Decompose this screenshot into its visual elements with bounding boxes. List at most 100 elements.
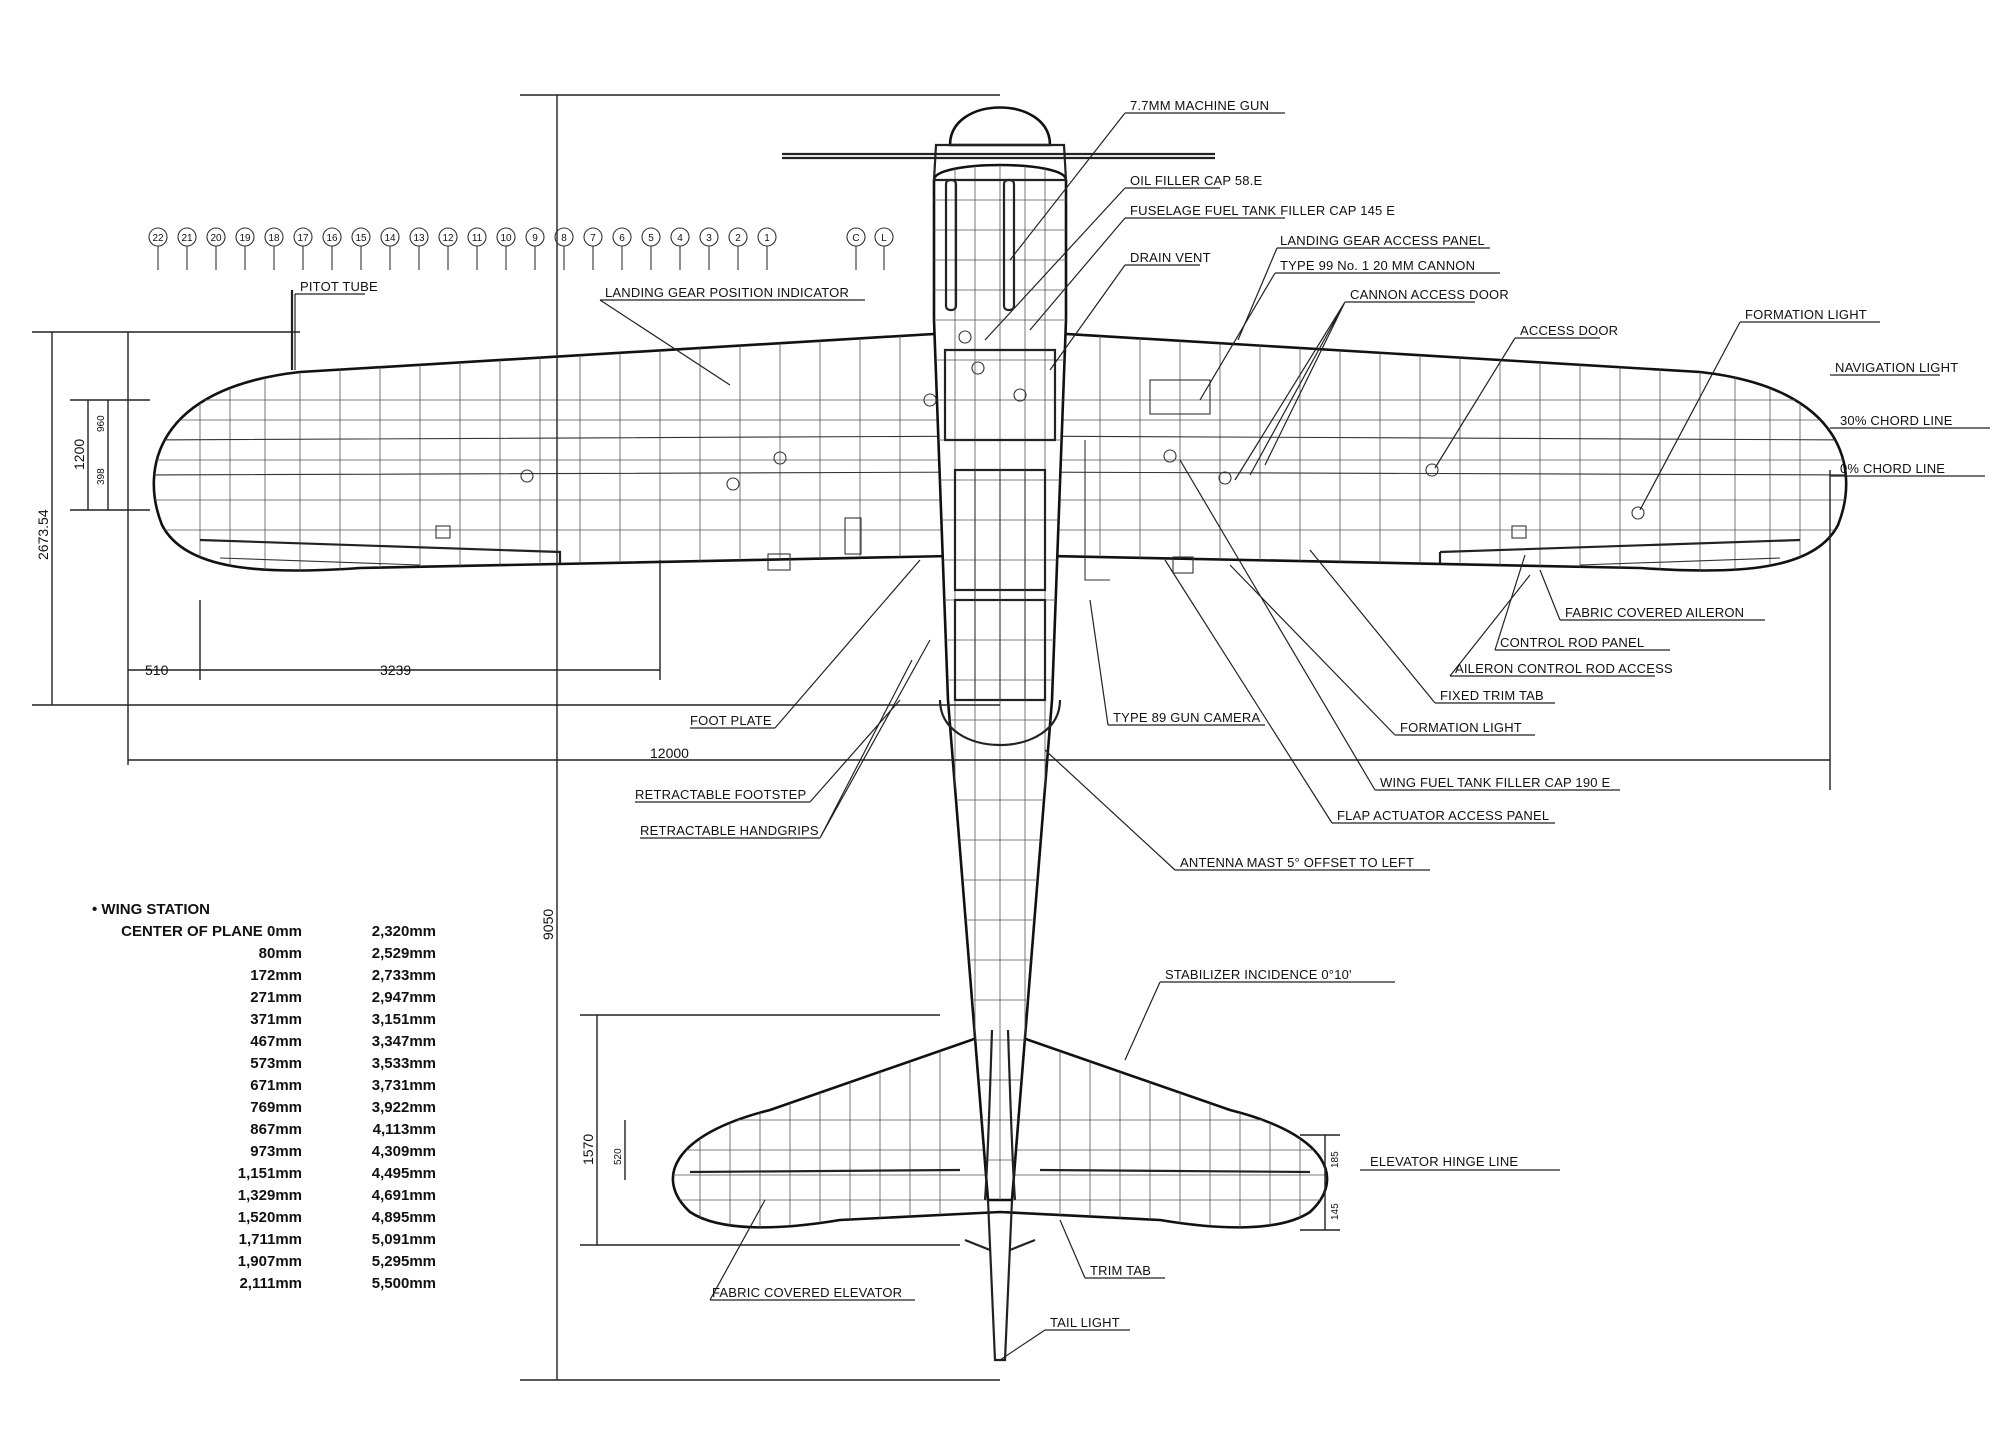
svg-text:1,329mm: 1,329mm [238, 1187, 302, 1204]
station-marker: C [846, 227, 866, 270]
svg-text:769mm: 769mm [250, 1099, 302, 1116]
svg-text:4,691mm: 4,691mm [372, 1187, 436, 1204]
label-cannon-access: CANNON ACCESS DOOR [1350, 287, 1509, 302]
label-fixed-trim-tab: FIXED TRIM TAB [1440, 688, 1544, 703]
label-stabilizer: STABILIZER INCIDENCE 0°10' [1165, 967, 1352, 982]
label-wing-fuel: WING FUEL TANK FILLER CAP 190 E [1380, 775, 1611, 790]
propeller-spinner [782, 106, 1215, 182]
svg-text:2,111mm: 2,111mm [239, 1275, 302, 1292]
label-formation-light-top: FORMATION LIGHT [1745, 307, 1867, 322]
svg-text:21: 21 [181, 233, 193, 244]
label-access-door: ACCESS DOOR [1520, 323, 1618, 338]
station-marker: 5 [641, 227, 661, 270]
table-row: 769mm 3,922mm [250, 1099, 436, 1116]
svg-text:14: 14 [384, 233, 396, 244]
label-fabric-aileron: FABRIC COVERED AILERON [1565, 605, 1744, 620]
svg-text:867mm: 867mm [250, 1121, 302, 1138]
svg-text:4,113mm: 4,113mm [373, 1121, 436, 1138]
station-marker: 20 [206, 227, 226, 270]
dim-tail-chord: 1570 [580, 1134, 596, 1165]
svg-text:671mm: 671mm [250, 1077, 302, 1094]
station-marker: 2 [728, 227, 748, 270]
svg-text:8: 8 [561, 233, 567, 244]
label-oil-filler: OIL FILLER CAP 58.E [1130, 173, 1263, 188]
label-fabric-elevator: FABRIC COVERED ELEVATOR [712, 1285, 902, 1300]
svg-text:271mm: 271mm [250, 989, 302, 1006]
station-marker: 13 [409, 227, 429, 270]
svg-text:3,533mm: 3,533mm [372, 1055, 436, 1072]
svg-text:2,529mm: 2,529mm [372, 945, 436, 962]
dim-398: 398 [96, 468, 107, 485]
svg-text:10: 10 [500, 233, 512, 244]
label-foot-plate: FOOT PLATE [690, 713, 772, 728]
label-aileron-rod: AILERON CONTROL ROD ACCESS [1455, 661, 1673, 676]
svg-text:22: 22 [152, 233, 164, 244]
table-row: 671mm 3,731mm [250, 1077, 436, 1094]
svg-text:15: 15 [355, 233, 367, 244]
station-marker: 10 [496, 227, 516, 270]
table-title: • WING STATION [92, 901, 210, 918]
station-marker: 4 [670, 227, 690, 270]
svg-text:371mm: 371mm [250, 1011, 302, 1028]
svg-text:C: C [852, 233, 859, 244]
station-marker: 3 [699, 227, 719, 270]
station-marker: 6 [612, 227, 632, 270]
svg-text:1: 1 [764, 233, 770, 244]
svg-text:3,347mm: 3,347mm [372, 1033, 436, 1050]
label-antenna: ANTENNA MAST 5° OFFSET TO LEFT [1180, 855, 1414, 870]
svg-text:4,309mm: 4,309mm [372, 1143, 436, 1160]
dim-tail-145: 145 [1330, 1203, 1341, 1220]
label-retract-handgrips: RETRACTABLE HANDGRIPS [640, 823, 819, 838]
dimension-lines: 12000 9050 510 3239 2673.54 1200 960 398… [32, 94, 1831, 1381]
dim-960: 960 [96, 415, 107, 432]
station-marker: 11 [467, 227, 487, 270]
svg-text:4,495mm: 4,495mm [372, 1165, 436, 1182]
dim-3239: 3239 [380, 662, 411, 678]
wing-station-markers: 22 21 20 19 18 17 16 15 14 13 12 11 10 9… [148, 227, 894, 270]
station-marker: L [874, 227, 894, 270]
svg-text:5,295mm: 5,295mm [372, 1253, 436, 1270]
label-machine-gun: 7.7MM MACHINE GUN [1130, 98, 1269, 113]
svg-text:467mm: 467mm [250, 1033, 302, 1050]
label-pitot-tube: PITOT TUBE [300, 279, 378, 294]
label-control-rod: CONTROL ROD PANEL [1500, 635, 1644, 650]
svg-text:13: 13 [413, 233, 425, 244]
dim-tail-520: 520 [613, 1148, 624, 1165]
svg-text:2,320mm: 2,320mm [372, 923, 436, 940]
label-chord-0: 0% CHORD LINE [1840, 461, 1945, 476]
dim-length: 9050 [540, 909, 556, 940]
svg-text:3,922mm: 3,922mm [372, 1099, 436, 1116]
table-row: 2,111mm 5,500mm [239, 1275, 436, 1292]
label-drain-vent: DRAIN VENT [1130, 250, 1211, 265]
svg-text:2,947mm: 2,947mm [372, 989, 436, 1006]
dim-510: 510 [145, 662, 169, 678]
station-marker: 18 [264, 227, 284, 270]
dim-1200: 1200 [71, 439, 87, 470]
dim-wing-chord: 2673.54 [35, 509, 51, 560]
svg-text:7: 7 [590, 233, 596, 244]
station-marker: 14 [380, 227, 400, 270]
svg-text:5,500mm: 5,500mm [372, 1275, 436, 1292]
svg-text:9: 9 [532, 233, 538, 244]
svg-text:1,151mm: 1,151mm [238, 1165, 302, 1182]
table-row: 867mm 4,113mm [250, 1121, 436, 1138]
station-marker: 19 [235, 227, 255, 270]
svg-text:1,907mm: 1,907mm [238, 1253, 302, 1270]
label-gear-indicator: LANDING GEAR POSITION INDICATOR [605, 285, 849, 300]
fuselage [923, 163, 1068, 1362]
svg-text:19: 19 [239, 233, 251, 244]
station-marker: 17 [293, 227, 313, 270]
svg-text:3,731mm: 3,731mm [372, 1077, 436, 1094]
station-marker: 16 [322, 227, 342, 270]
station-marker: 22 [148, 227, 168, 270]
svg-text:6: 6 [619, 233, 625, 244]
label-cannon: TYPE 99 No. 1 20 MM CANNON [1280, 258, 1475, 273]
svg-text:L: L [881, 233, 887, 244]
